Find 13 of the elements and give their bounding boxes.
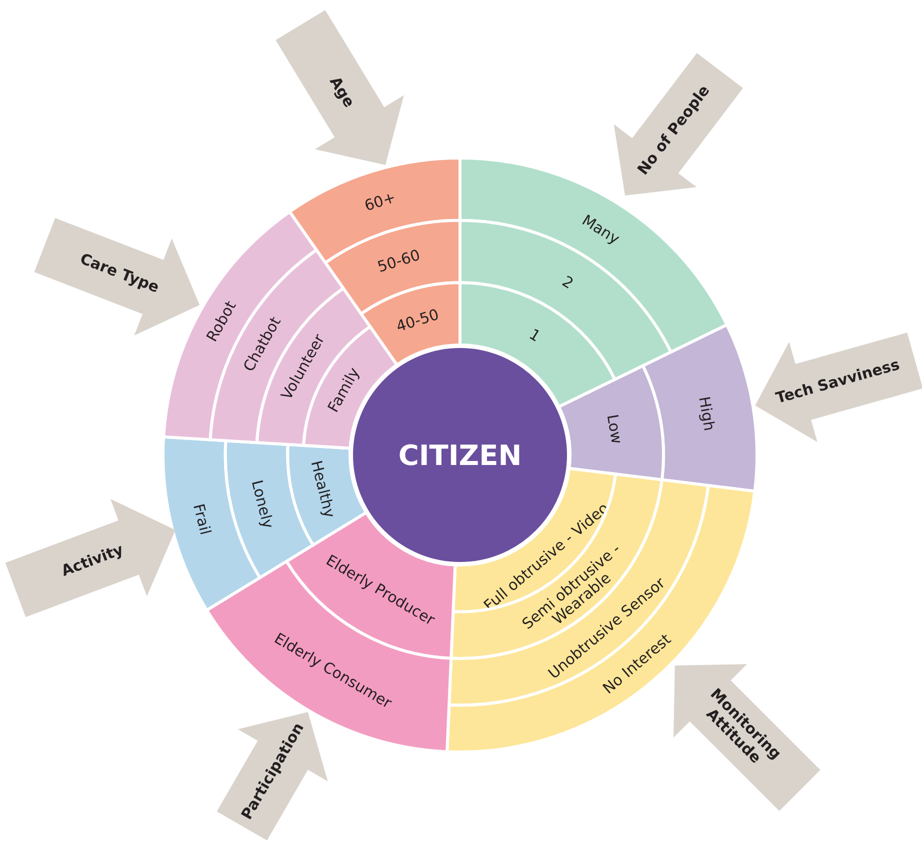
segment-label: 50-60	[376, 246, 422, 276]
segment-label: 1	[526, 326, 544, 345]
segment-label: Healthy	[308, 458, 338, 520]
segment-label: High	[696, 395, 718, 432]
ring-segment	[557, 364, 665, 482]
center-label: CITIZEN	[398, 438, 522, 472]
arrow-label: Care Type	[78, 250, 162, 297]
segment-label: Frail	[190, 502, 214, 536]
segment-label: 40-50	[394, 306, 441, 335]
segment-label: 60+	[362, 188, 398, 214]
segment-label: 2	[559, 272, 576, 292]
segment-label: Low	[604, 413, 626, 446]
segment-label: Lonely	[248, 478, 276, 530]
